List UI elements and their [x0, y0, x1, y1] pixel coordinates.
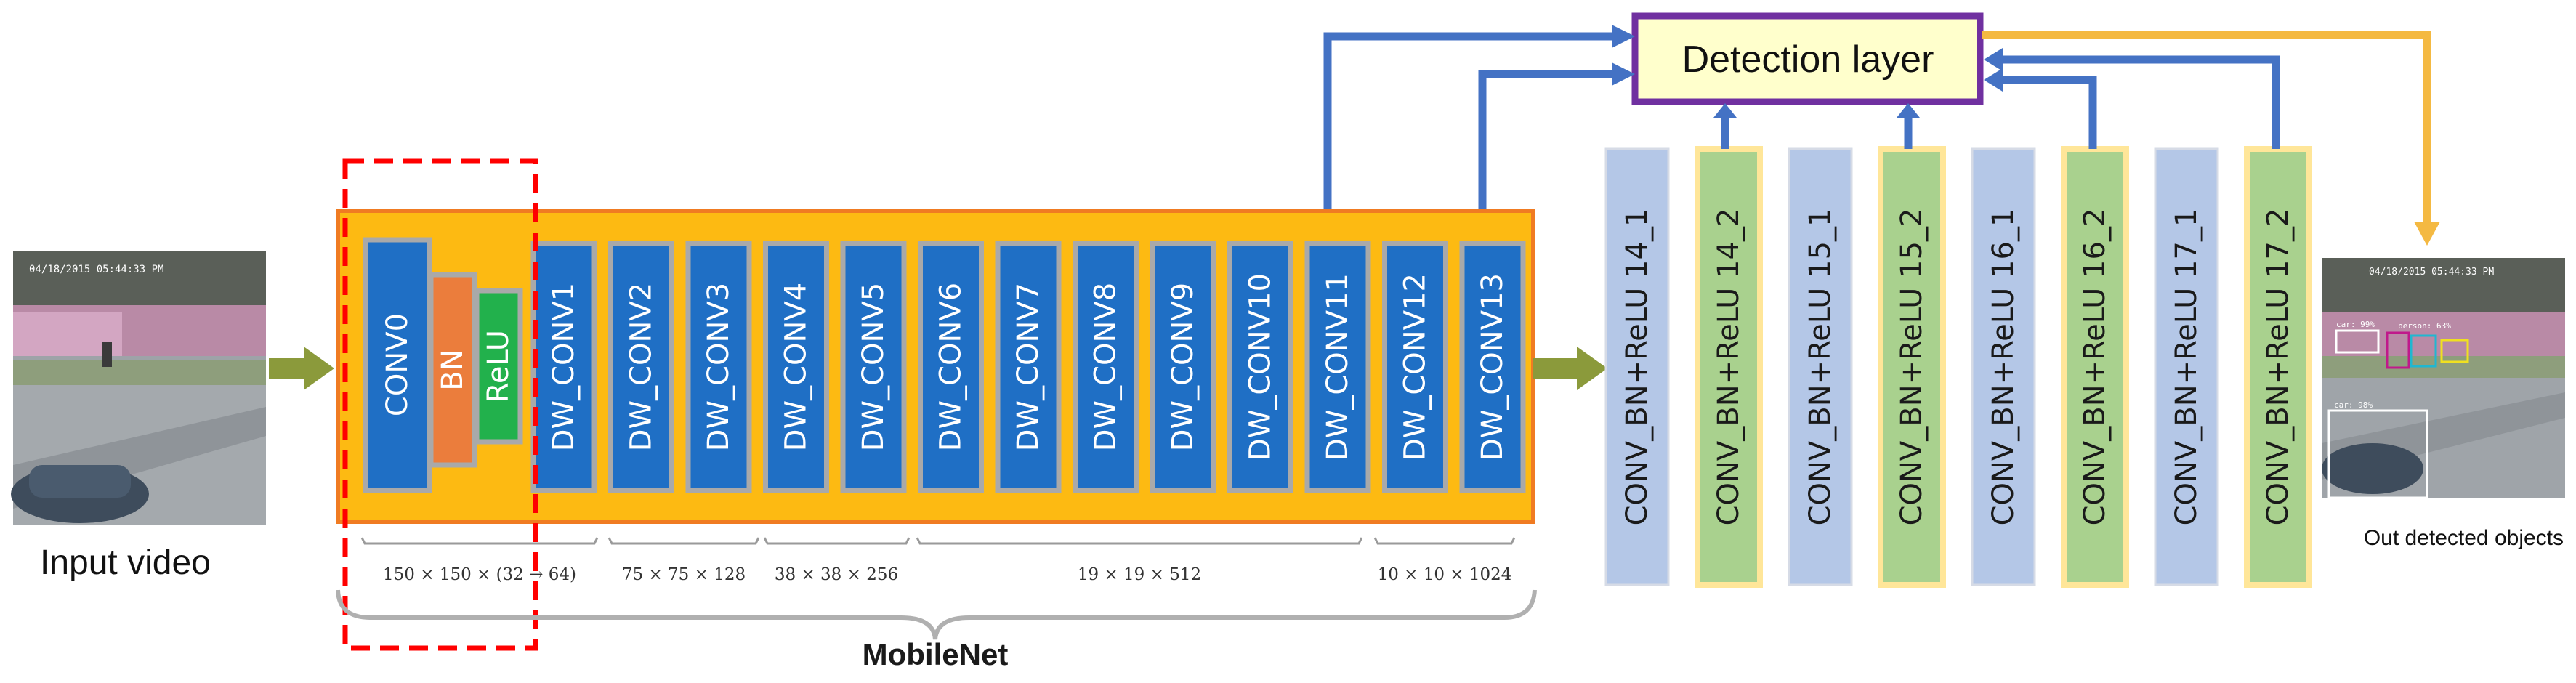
output-connector: [1982, 31, 2431, 225]
output-arrowhead: [2414, 222, 2440, 246]
relu-block: [474, 288, 523, 445]
dw-conv-block-8: [1073, 241, 1139, 493]
dw-conv-layers: DW_CONV1 DW_CONV2 DW_CONV3 DW_CONV4 DW_CONV5…: [530, 241, 1526, 493]
input-video-label: Input video: [40, 543, 211, 582]
dimension-brackets: [360, 537, 1516, 545]
mobilenet-output-arrow: [1533, 347, 1607, 390]
dw-conv-block-6: [918, 241, 984, 493]
dw-conv-label-13: DW_CONV13: [1476, 273, 1509, 461]
extra-layer-label-1: CONV_BN+ReLU 14_1: [1620, 209, 1654, 526]
dw-conv-block-13: [1459, 241, 1526, 493]
dim-label-5: 10 × 10 × 1024: [1378, 565, 1512, 584]
output-tag-2: person: 63%: [2398, 321, 2451, 331]
dw-conv-label-5: DW_CONV5: [857, 283, 890, 452]
dim-label-1: 150 × 150 × (32 → 64): [383, 565, 576, 584]
dw-conv-label-7: DW_CONV7: [1012, 283, 1045, 452]
dw-conv-label-3: DW_CONV3: [702, 283, 735, 452]
dim-label-3: 38 × 38 × 256: [775, 565, 898, 584]
extra-layer-label-2: CONV_BN+ReLU 14_2: [1712, 209, 1745, 526]
detection-arrowheads: [1612, 25, 2003, 118]
dw-conv-block-9: [1150, 241, 1216, 493]
dim-label-4: 19 × 19 × 512: [1078, 565, 1201, 584]
first-conv-group: CONV0 BN ReLU: [363, 237, 523, 493]
dw-conv-block-4: [763, 241, 829, 493]
extra-layer-block-6: [2061, 146, 2129, 588]
extra-layer-block-3: [1788, 147, 1853, 586]
dim-label-2: 75 × 75 × 128: [622, 565, 746, 584]
output-tag-3: car: 98%: [2334, 400, 2373, 410]
input-timestamp: 04/18/2015 05:44:33 PM: [29, 264, 163, 275]
dw-conv-label-10: DW_CONV10: [1244, 273, 1277, 461]
dw-conv-block-12: [1382, 241, 1448, 493]
detection-connectors: [1323, 32, 2280, 209]
dw-conv-label-11: DW_CONV11: [1321, 273, 1354, 461]
extra-layer-label-6: CONV_BN+ReLU 16_2: [2078, 209, 2112, 526]
dw-conv-block-2: [608, 241, 674, 493]
dw-conv-block-11: [1304, 241, 1371, 493]
bn-label: BN: [436, 349, 469, 390]
dw-conv-label-8: DW_CONV8: [1089, 283, 1123, 452]
dw-conv-label-9: DW_CONV9: [1166, 283, 1200, 452]
conv0-label: CONV0: [381, 313, 414, 416]
dw-conv-label-2: DW_CONV2: [625, 283, 658, 452]
detection-layer-box: [1631, 12, 1984, 105]
extra-layer-block-8: [2244, 146, 2312, 588]
extra-layer-block-4: [1878, 146, 1946, 588]
dw-conv-label-6: DW_CONV6: [934, 283, 968, 452]
extra-layer-label-7: CONV_BN+ReLU 17_1: [2170, 209, 2203, 526]
dw-conv-block-7: [995, 241, 1062, 493]
output-tag-1: car: 99%: [2336, 320, 2375, 329]
mobilenet-label: MobileNet: [863, 637, 1009, 671]
mobilenet-bracket: [336, 589, 1537, 640]
bn-block: [428, 272, 477, 468]
output-timestamp: 04/18/2015 05:44:33 PM: [2369, 267, 2494, 278]
dw-conv-label-4: DW_CONV4: [780, 283, 813, 452]
input-video-image: 04/18/2015 05:44:33 PM: [11, 251, 266, 525]
dw-conv-block-10: [1227, 241, 1293, 493]
extra-layer-block-7: [2154, 147, 2219, 586]
output-detected-image: car: 99% person: 63% car: 98% 04/18/2015…: [2322, 258, 2565, 499]
output-label: Out detected objects: [2364, 526, 2564, 550]
highlight-box: [342, 158, 538, 651]
extra-layer-label-8: CONV_BN+ReLU 17_2: [2261, 209, 2295, 526]
extra-layer-label-4: CONV_BN+ReLU 15_2: [1895, 209, 1929, 526]
detection-layer-label: Detection layer: [1682, 39, 1934, 81]
extra-layers: CONV_BN+ReLU 14_1 CONV_BN+ReLU 14_2 CONV_B…: [1604, 146, 2312, 588]
extra-layer-block-5: [1971, 147, 2036, 586]
extra-layer-label-5: CONV_BN+ReLU 16_1: [1987, 209, 2020, 526]
relu-label: ReLU: [482, 330, 515, 403]
dw-conv-label-1: DW_CONV1: [547, 283, 581, 452]
dw-conv-block-3: [685, 241, 752, 493]
dw-conv-block-5: [840, 241, 907, 493]
input-arrow: [269, 347, 334, 390]
extra-layer-label-3: CONV_BN+ReLU 15_1: [1804, 209, 1837, 526]
dw-conv-label-12: DW_CONV12: [1399, 273, 1432, 461]
dw-conv-block-1: [530, 241, 597, 493]
extra-layer-block-1: [1604, 147, 1670, 586]
